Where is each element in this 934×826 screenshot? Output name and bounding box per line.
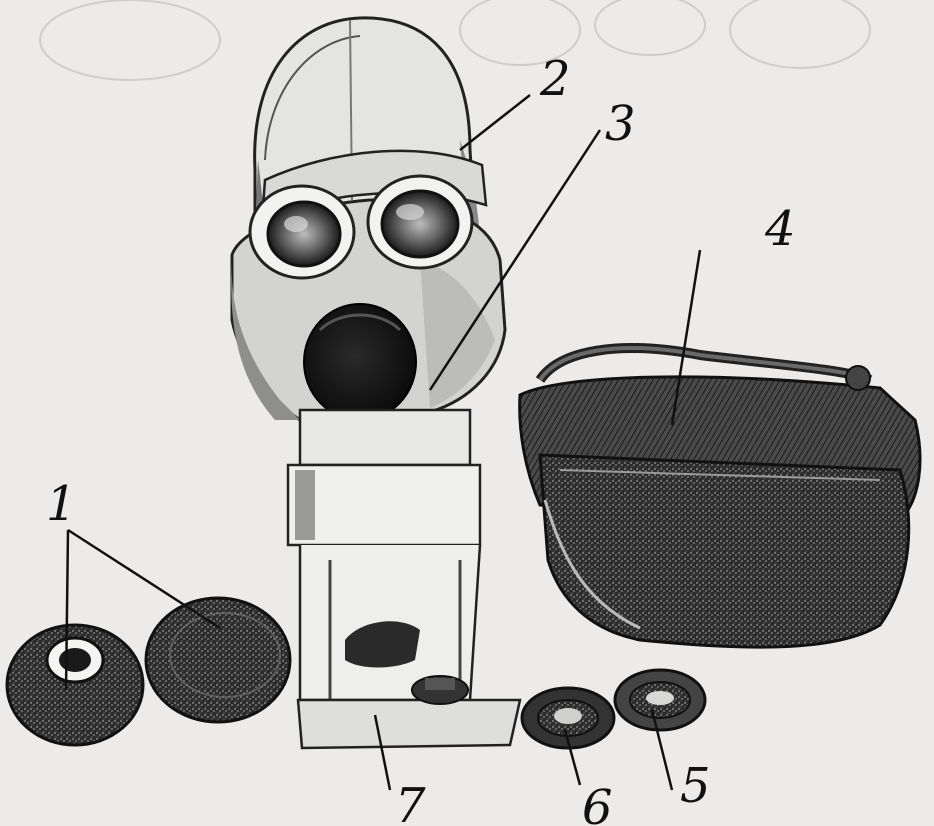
- left-eyepiece: [250, 186, 354, 278]
- mask-stand: [288, 410, 520, 748]
- callout-5: 5: [680, 758, 711, 814]
- callout-6: 6: [582, 780, 613, 826]
- ring-item-5: [615, 670, 705, 730]
- callout-4: 4: [764, 201, 796, 257]
- valve-box: [304, 304, 416, 420]
- filter-canister-right: [146, 598, 290, 722]
- callout-3: 3: [605, 96, 636, 152]
- callout-1: 1: [46, 476, 77, 532]
- callout-2: 2: [539, 51, 571, 107]
- carrying-bag: [520, 348, 920, 647]
- filter-canister-left: [7, 625, 143, 745]
- callout-7: 7: [395, 778, 426, 826]
- right-eyepiece: [368, 176, 472, 268]
